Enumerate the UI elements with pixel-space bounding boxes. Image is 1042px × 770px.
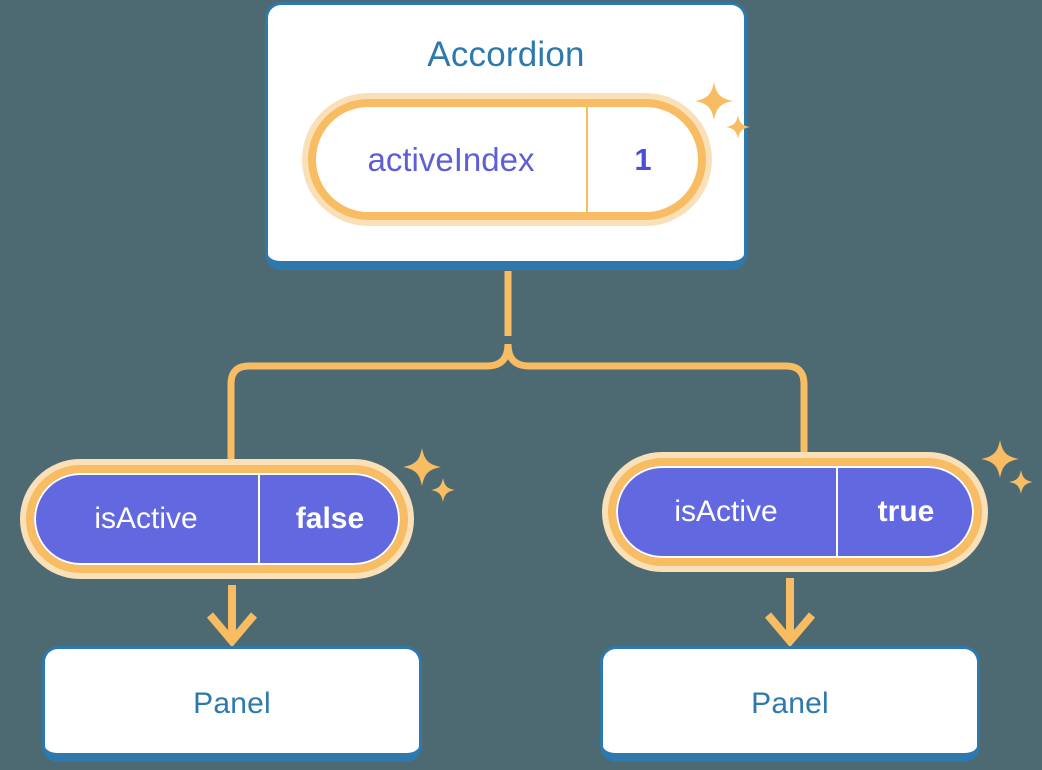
- state-pill-label: isActive: [34, 473, 260, 565]
- arrow-down-left: [206, 585, 258, 648]
- panel-card-right[interactable]: Panel: [600, 646, 980, 762]
- sparkle-icon-small: [1009, 470, 1033, 494]
- accordion-title: Accordion: [427, 35, 585, 74]
- state-pill-label: isActive: [616, 466, 838, 558]
- state-pill-value: 1: [634, 141, 652, 177]
- arrow-down-right: [764, 578, 816, 648]
- connector-bus: [227, 343, 808, 465]
- state-pill-label: activeIndex: [316, 107, 588, 212]
- state-pill-is-active-left[interactable]: isActive false: [26, 465, 408, 573]
- sparkle-icon: [403, 448, 441, 486]
- sparkle-icon-small: [431, 478, 455, 502]
- panel-title: Panel: [751, 687, 829, 720]
- panel-card-left[interactable]: Panel: [42, 646, 422, 762]
- sparkle-icon-right-pill: [978, 432, 1040, 501]
- panel-title: Panel: [193, 687, 271, 720]
- sparkle-icon: [981, 440, 1019, 478]
- sparkle-icon-left-pill: [400, 440, 462, 509]
- state-pill-active-index[interactable]: activeIndex 1: [308, 99, 706, 220]
- state-pill-value: false: [295, 502, 365, 535]
- state-pill-is-active-right[interactable]: isActive true: [608, 458, 982, 566]
- state-pill-value: true: [877, 495, 935, 528]
